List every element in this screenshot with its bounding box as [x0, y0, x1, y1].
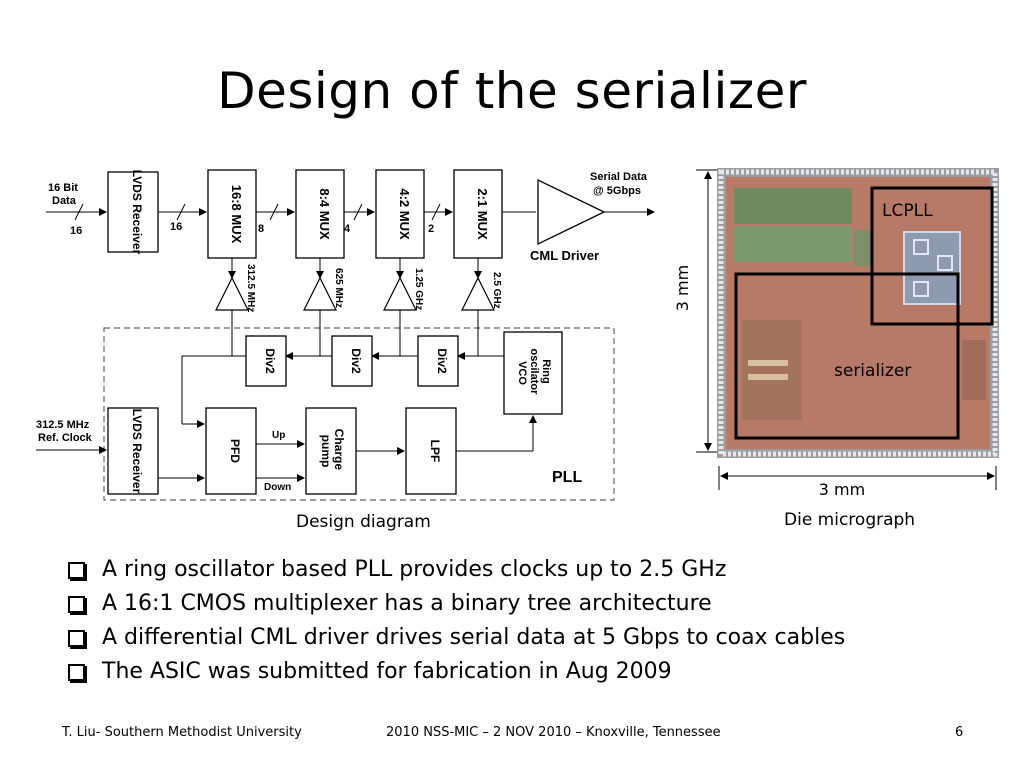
checkbox-bullet-icon [68, 664, 85, 681]
footer-conference: 2010 NSS-MIC – 2 NOV 2010 – Knoxville, T… [386, 725, 721, 740]
serializer-label: serializer [834, 361, 911, 381]
mux-8-4-label: 8:4 MUX [317, 188, 332, 240]
bullet-list: A ring oscillator based PLL provides clo… [68, 553, 845, 689]
lcpll-label: LCPLL [882, 201, 933, 221]
inductor-coil [913, 281, 929, 297]
div2-block-1 [245, 335, 287, 387]
clock-buffer-3 [383, 258, 417, 356]
lcpll-outline [870, 186, 994, 326]
checkbox-bullet-icon [68, 562, 85, 579]
clock-buffer-1 [215, 258, 249, 356]
bus-slash [269, 203, 279, 221]
vco-label-line: oscilator [528, 349, 540, 396]
green-region [734, 226, 852, 262]
bus-width-16: 16 [170, 221, 182, 233]
pad-ring [718, 169, 998, 457]
footer-page-number: 6 [955, 725, 964, 740]
bus-slash [74, 203, 84, 221]
pll-boundary [103, 327, 615, 501]
circuit-block [748, 360, 788, 366]
inductor-coil [913, 239, 929, 255]
serializer-outline [734, 272, 960, 440]
div2-label-3: Div2 [435, 348, 449, 374]
mux-4-2-label: 4:2 MUX [397, 188, 412, 240]
lpf-label: LPF [428, 440, 442, 463]
bus-width-8: 8 [258, 223, 264, 235]
lpf-block [405, 407, 457, 495]
charge-pump-label-line: Charge [332, 429, 346, 471]
die-micrograph: 3 mm 3 mm LCPLL serializer [673, 168, 999, 499]
circuit-block [742, 320, 802, 420]
inductor-coil [937, 255, 953, 271]
data-input-label-2: Data [52, 195, 77, 207]
clock-freq-1: 312.5 MHz [245, 264, 256, 312]
die-caption: Die micrograph [784, 510, 916, 530]
clock-buffer-4 [461, 258, 495, 356]
bus-slash [353, 203, 363, 221]
vco-block [503, 331, 563, 415]
div2-block-2 [331, 335, 373, 387]
mux-2-1-label: 2:1 MUX [475, 188, 490, 240]
clock-freq-4: 2.5 GHz [491, 272, 502, 309]
pfd-label: PFD [228, 439, 242, 463]
cml-driver-label: CML Driver [530, 248, 599, 263]
vco-label-line: VCO [516, 361, 528, 385]
green-region [734, 188, 852, 224]
circuit-block [962, 340, 986, 400]
footer-author: T. Liu- Southern Methodist University [62, 725, 302, 740]
bus-slash [431, 203, 441, 221]
charge-pump-label-line: pump [319, 435, 333, 468]
serial-rate-label: @ 5Gbps [593, 185, 641, 197]
ref-clock-freq: 312.5 MHz [36, 419, 90, 431]
bus-slash [176, 203, 186, 221]
lvds-receiver-pll-block [107, 407, 159, 495]
mux-4-2-block [375, 169, 425, 259]
clock-freq-2: 625 MHz [333, 268, 344, 308]
div2-label-2: Div2 [349, 348, 363, 374]
bullet-item: A ring oscillator based PLL provides clo… [68, 553, 845, 587]
pfd-block [205, 407, 257, 495]
clock-freq-3: 1.25 GHz [413, 268, 424, 310]
div2-label-1: Div2 [263, 348, 277, 374]
bus-width-in: 16 [70, 225, 82, 237]
down-label: Down [264, 482, 291, 493]
circuit-block [748, 374, 788, 380]
vco-label: Ring oscilator VCO [516, 349, 552, 398]
bullet-item: A 16:1 CMOS multiplexer has a binary tre… [68, 587, 845, 621]
bullet-text: The ASIC was submitted for fabrication i… [102, 659, 672, 684]
bullet-text: A differential CML driver drives serial … [102, 625, 846, 650]
green-region [854, 230, 872, 266]
design-diagram: 16 Bit Data 16 LVDS Receiver 16 16:8 MUX… [36, 169, 655, 501]
bullet-text: A 16:1 CMOS multiplexer has a binary tre… [102, 591, 712, 616]
mux-8-4-block [295, 169, 345, 259]
checkbox-bullet-icon [68, 596, 85, 613]
slide-title: Design of the serializer [217, 62, 807, 120]
lvds-receiver-pll-label: LVDS Receiver [130, 409, 144, 494]
data-input-label: 16 Bit [48, 182, 78, 194]
serial-data-label: Serial Data [590, 171, 648, 183]
div2-block-3 [417, 335, 459, 387]
diagram-caption: Design diagram [296, 512, 431, 532]
bullet-item: The ASIC was submitted for fabrication i… [68, 655, 845, 689]
clock-buffer-2 [303, 258, 337, 356]
mux-2-1-block [453, 169, 503, 259]
mux-16-8-block [207, 169, 257, 259]
ref-clock-label: Ref. Clock [38, 432, 93, 444]
cml-driver-symbol [537, 178, 606, 246]
horizontal-dimension-label: 3 mm [819, 480, 865, 499]
bullet-item: A differential CML driver drives serial … [68, 621, 845, 655]
charge-pump-label: Charge pump [319, 429, 346, 474]
checkbox-bullet-icon [68, 630, 85, 647]
mux-16-8-label: 16:8 MUX [229, 185, 244, 244]
bullet-text: A ring oscillator based PLL provides clo… [102, 557, 727, 582]
up-label: Up [272, 430, 285, 441]
pll-label: PLL [552, 469, 582, 486]
vertical-dimension-label: 3 mm [673, 265, 692, 311]
lvds-receiver-label: LVDS Receiver [130, 170, 144, 255]
bus-width-4: 4 [344, 223, 351, 235]
bus-width-2: 2 [428, 223, 434, 235]
vco-label-line: Ring [540, 359, 552, 383]
